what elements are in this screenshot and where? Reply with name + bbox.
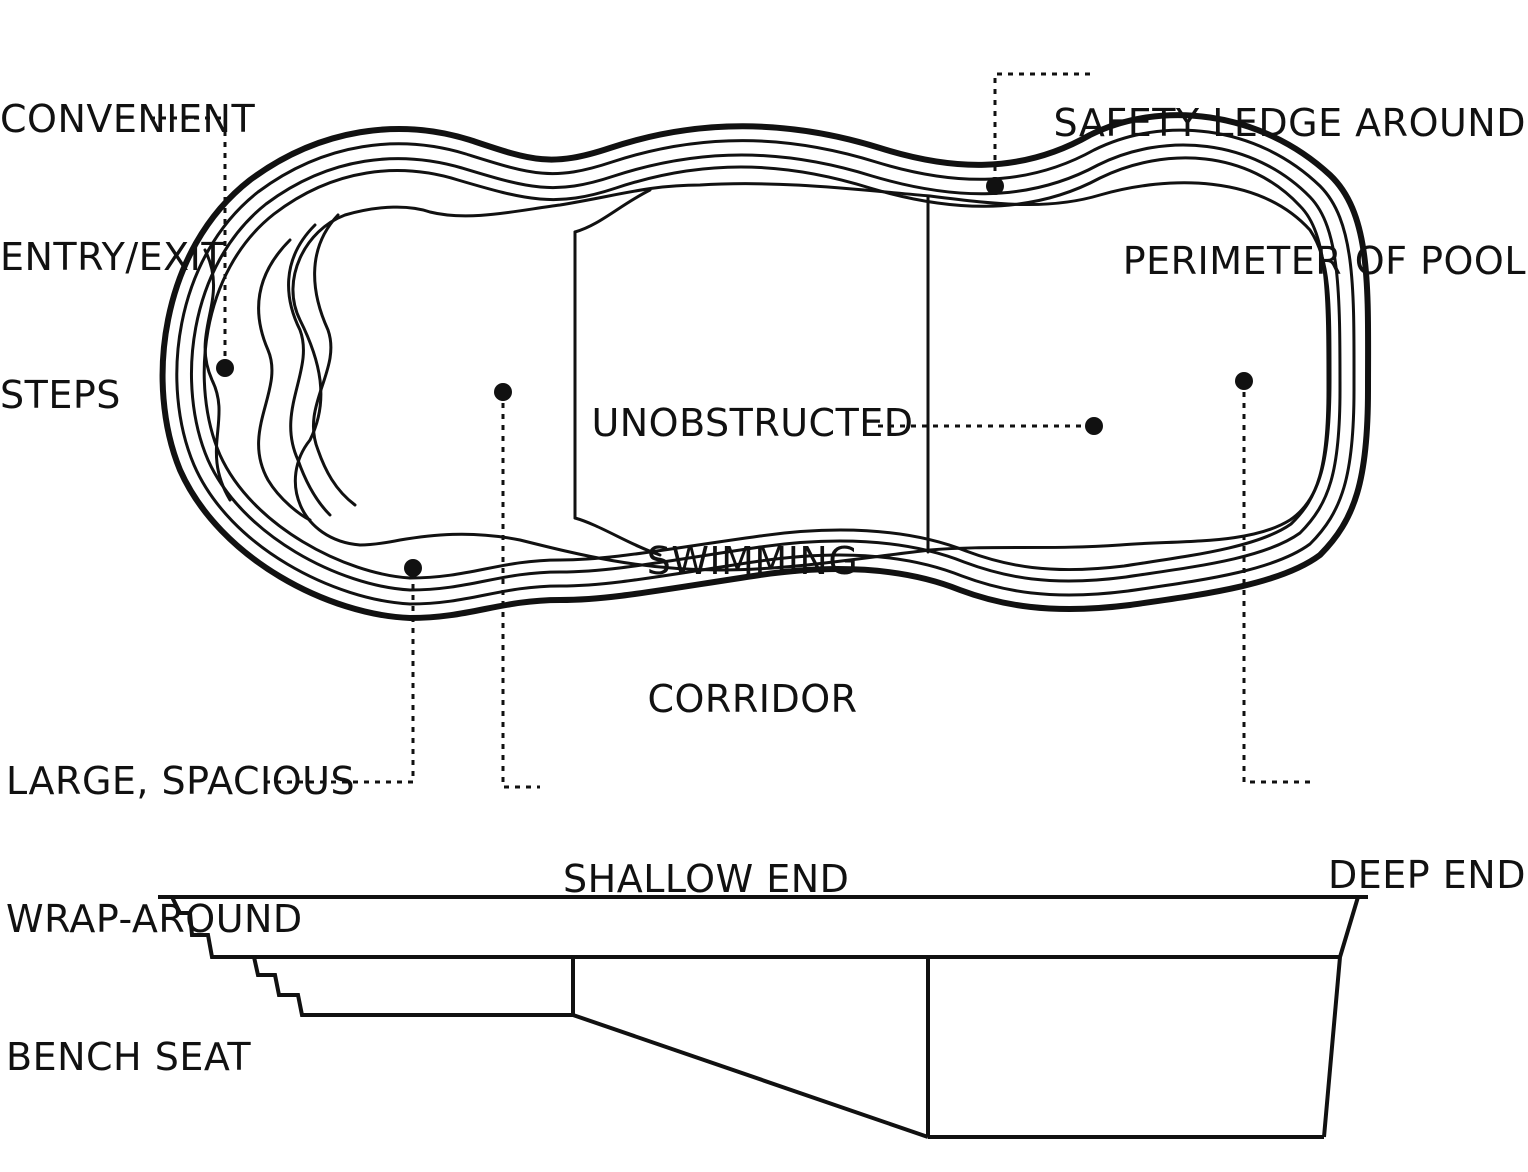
leader-entry-steps [150, 116, 227, 366]
pool-diagram: CONVENIENT ENTRY/EXIT STEPS SAFETY LEDGE… [0, 4, 1526, 1139]
label-bench-seat: LARGE, SPACIOUS WRAP-AROUND BENCH SEAT [6, 666, 355, 1172]
label-line: SWIMMING [646, 539, 859, 583]
label-deep-end: DEEP END [1328, 760, 1526, 990]
profile-deep-wall [1322, 896, 1360, 1138]
dot-shallow-end [494, 383, 512, 401]
label-entry-steps: CONVENIENT ENTRY/EXIT STEPS [0, 4, 255, 510]
dot-bench-seat [404, 559, 422, 577]
label-line: CONVENIENT [0, 97, 256, 141]
leader-deep-end [1242, 381, 1310, 784]
leader-shallow-end [501, 392, 540, 789]
safety-ledge-outer [189, 143, 1342, 592]
dot-entry-steps [216, 359, 234, 377]
label-line: SHALLOW END [563, 857, 850, 901]
label-line: DEEP END [1328, 853, 1526, 897]
label-line: PERIMETER OF POOL [1122, 239, 1526, 283]
label-shallow-end: SHALLOW END [563, 764, 849, 994]
dot-deep-end [1235, 372, 1253, 390]
label-line: BENCH SEAT [6, 1035, 252, 1079]
leader-bench-seat [265, 568, 415, 784]
entry-step-line-2 [257, 238, 312, 522]
label-safety-ledge: SAFETY LEDGE AROUND PERIMETER OF POOL [1054, 8, 1526, 376]
entry-step-line-4 [312, 213, 357, 507]
entry-step-line-3 [287, 223, 332, 517]
entry-step-line-1 [203, 248, 232, 502]
label-line: UNOBSTRUCTED [591, 401, 914, 445]
safety-ledge-inner [202, 156, 1330, 580]
profile-bench-steps [252, 956, 573, 1017]
label-line: WRAP-AROUND [6, 897, 303, 941]
profile-entry-steps [170, 896, 1340, 959]
profile-slope [572, 1013, 929, 1139]
label-line: ENTRY/EXIT [0, 235, 226, 279]
label-line: STEPS [0, 373, 121, 417]
bench-seat-edge-bottom [573, 516, 662, 557]
leader-safety-ledge [993, 72, 1090, 185]
dot-safety-ledge [986, 177, 1004, 195]
label-line: CORRIDOR [647, 677, 858, 721]
label-corridor: UNOBSTRUCTED SWIMMING CORRIDOR [580, 308, 925, 814]
pool-rim-inner [175, 128, 1356, 606]
bench-seat-edge [573, 188, 652, 234]
pool-outer-rim [159, 112, 1372, 621]
label-line: SAFETY LEDGE AROUND [1053, 101, 1526, 145]
pool-interior [291, 181, 1332, 572]
pool-drawing [150, 72, 1372, 1139]
dot-corridor [1085, 417, 1103, 435]
label-line: LARGE, SPACIOUS [6, 759, 356, 803]
